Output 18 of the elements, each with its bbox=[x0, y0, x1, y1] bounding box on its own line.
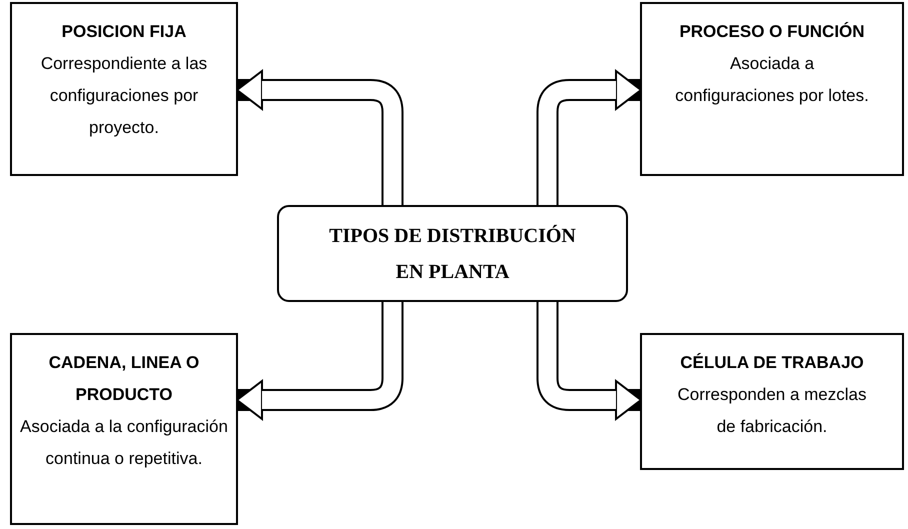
box-heading: CADENA, LINEA O PRODUCTO bbox=[48, 352, 200, 406]
box-heading: POSICION FIJA bbox=[62, 21, 186, 43]
box-description: Correspondiente a las configuraciones por proyecto. bbox=[40, 53, 208, 139]
block-arrow bbox=[236, 302, 404, 420]
category-box bbox=[640, 333, 904, 470]
block-arrow bbox=[536, 70, 642, 205]
title-box bbox=[277, 205, 628, 302]
category-box bbox=[10, 2, 238, 176]
category-box bbox=[10, 333, 238, 525]
box-heading: PROCESO O FUNCIÓN bbox=[679, 21, 865, 43]
box-description: Asociada a configuraciones por lotes. bbox=[674, 53, 870, 107]
block-arrow bbox=[536, 302, 642, 420]
box-heading: CÉLULA DE TRABAJO bbox=[680, 352, 864, 374]
block-arrow bbox=[236, 70, 404, 205]
box-description: Asociada a la configuración continua o repetitiva. bbox=[19, 416, 229, 470]
category-box bbox=[640, 2, 904, 176]
box-description: Corresponden a mezclas de fabricación. bbox=[676, 384, 868, 438]
center-label: TIPOS DE DISTRIBUCIÓN EN PLANTA bbox=[328, 224, 577, 284]
